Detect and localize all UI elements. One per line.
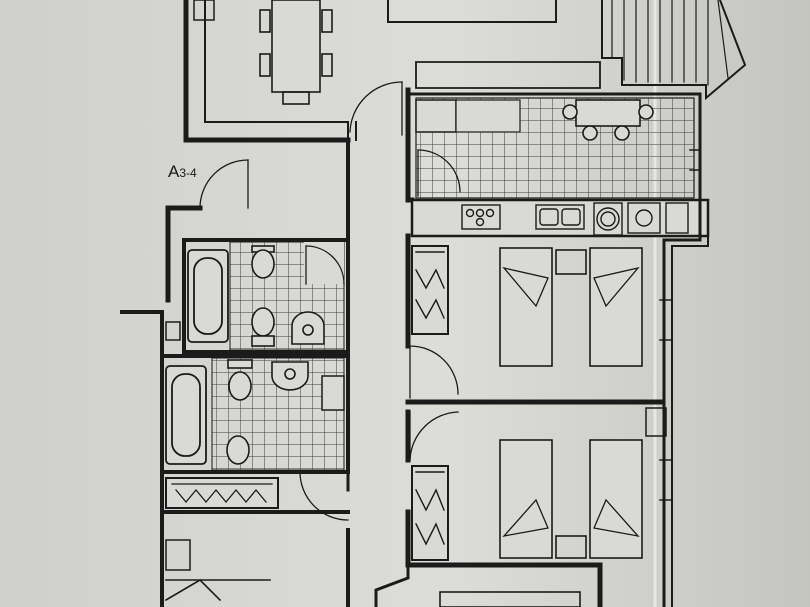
door-swing-dining [349,81,403,133]
terrace [415,0,747,101]
twin-beds-1 [499,247,643,367]
hall-wardrobe [160,477,350,514]
unit-label: A3-4 [168,162,197,181]
twin-beds-2 [499,439,643,559]
toilet-1 [251,307,275,337]
bedroom-2 [405,407,667,607]
bathroom-2 [160,354,350,474]
bathtub-1 [187,249,229,343]
dining-table [259,0,333,105]
bedroom-3 [164,470,581,607]
toilet-2 [228,371,252,401]
bedroom-1 [405,233,663,405]
washbasin-2 [271,361,309,391]
breakfast-table [562,99,654,141]
washbasin-1 [291,311,325,345]
bidet-1 [251,249,275,279]
dining-room [183,0,557,143]
washer [593,202,623,236]
bathtub-2 [165,365,207,465]
stove [461,204,501,230]
bidet-2 [226,435,250,465]
bathroom-1 [165,238,350,354]
kitchen-sink [535,204,585,230]
kitchen [405,87,710,238]
